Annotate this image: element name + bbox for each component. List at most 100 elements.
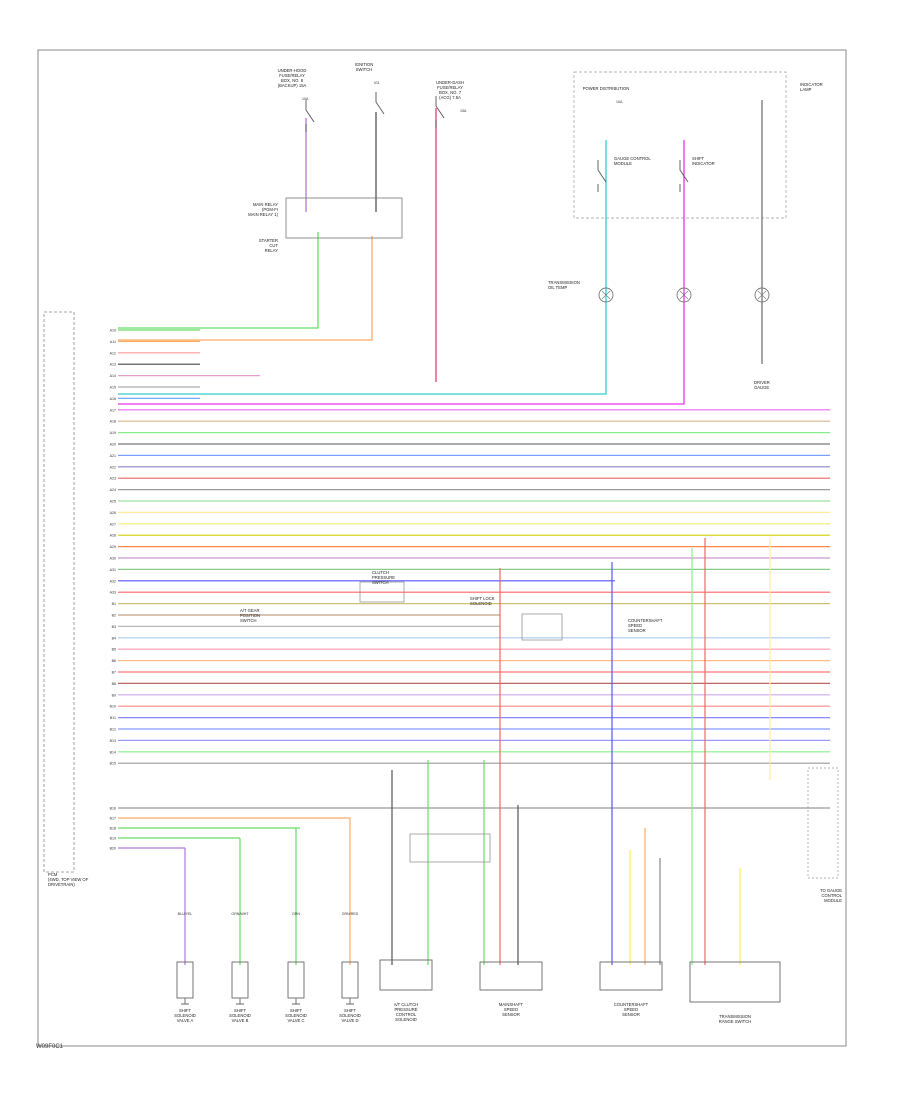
pin-label: A13 [110,363,116,367]
top-component-label: BOX, NO. 7 [439,90,462,95]
relay-sub-label: RELAY [265,248,279,253]
right-lamp-label: DRIVER [754,380,770,385]
solenoid-label: VALVE B [232,1018,249,1023]
top-component-label: IGNITION [355,62,374,67]
pin-label: B6 [112,659,116,663]
pin-label: B15 [110,762,116,766]
top-component-sub: IG1 [374,81,380,85]
top-component-label: UNDER-DASH [436,80,464,85]
ground-icon [236,998,244,1005]
solenoid-icon [231,961,249,999]
sensor-box [479,961,543,991]
solenoid-label: SHIFT [179,1008,192,1013]
top-component-label: UNDER-HOOD [278,68,307,73]
pin-label: A26 [110,511,116,515]
sensor-box [379,959,433,991]
middle-switch-box [359,581,405,603]
lamp-icon [679,290,689,300]
solenoid-label: SHIFT [234,1008,247,1013]
top-component-label: POWER DISTRIBUTION [583,86,630,91]
pin-label: A33 [110,591,116,595]
pin-label: B14 [110,750,116,754]
indicator-label: SHIFT [692,156,705,161]
sensor-box [689,961,781,1003]
top-component-label: SWITCH [356,67,373,72]
right-bottom-label: CONTROL [822,893,843,898]
wire [118,140,607,395]
switch-symbol [679,160,689,192]
top-wires [118,100,763,405]
position-switch-box [409,833,491,863]
pin-label: A27 [110,522,116,526]
solenoid-label: VALVE A [177,1018,194,1023]
pcm-name: PCM [48,872,58,877]
pin-label: B9 [112,693,116,697]
pin-label: B13 [110,739,116,743]
middle-component-label: SHIFT LOCK [470,596,495,601]
pcm-box [43,311,75,873]
pin-label: A32 [110,579,116,583]
middle-switch-box [521,613,563,641]
solenoid-label: VALVE C [287,1018,304,1023]
top-component-sub: 10A [616,100,623,104]
top-component-label: (BACKUP) 15A [278,83,307,88]
pin-label: B12 [110,728,116,732]
pin-label: B16 [110,807,116,811]
solenoid-icon [341,961,359,999]
sensor-label: TRANSMISSION [719,1014,751,1019]
pin-label: A19 [110,431,116,435]
sensor-box [599,961,663,991]
switch-symbol [305,100,315,132]
middle-component-label: SENSOR [628,628,646,633]
wire [118,140,685,405]
solenoid-label: SHIFT [290,1008,303,1013]
indicator-label: TRANSMISSION [548,280,580,285]
top-component-sub: 10A [302,97,309,101]
pin-label: A18 [110,420,116,424]
switch-symbol [375,92,385,124]
solenoid-label: SOLENOID [285,1013,307,1018]
lamp-icon [757,290,767,300]
sensor-label: SPEED [624,1007,638,1012]
relay-label: MAIN RELAY 1) [248,212,278,217]
middle-component-label: SPEED [628,623,642,628]
main-relay-box [285,197,403,239]
pcm-name: DRIVETRAIN) [48,882,75,887]
right-bottom-label: MODULE [824,898,842,903]
lamp-icon [676,287,692,303]
pin-label: A28 [110,534,116,538]
pin-label: A17 [110,408,116,412]
power-distribution-box [573,71,787,219]
bus-wires [118,329,830,849]
pcm-name: (4WD, TOP VIEW OF [48,877,89,882]
sensor-label: CONTROL [396,1012,417,1017]
components [176,92,839,1005]
lamp-icon [598,287,614,303]
solenoid-icon [287,961,305,999]
sensor-label: COUNTERSHAFT [614,1002,649,1007]
switch-symbol [435,96,445,128]
right-lamp-label: GAUGE [754,385,769,390]
middle-component-label: SWITCH [240,618,257,623]
pin-label: A11 [110,340,116,344]
pin-label: A29 [110,545,116,549]
relay-sub-label: STARTER [259,238,278,243]
pin-label: B19 [110,837,116,841]
solenoid-label: SHIFT [344,1008,357,1013]
relay-sub-label: CUT [269,243,278,248]
pin-label: A21 [110,454,116,458]
pin-label: A15 [110,386,116,390]
sensor-label: MAINSHAFT [499,1002,524,1007]
middle-component-label: PRESSURE [372,575,395,580]
pin-label: A16 [110,397,116,401]
wire [118,232,319,329]
pin-label: B7 [112,671,116,675]
solenoid-label: VALVE D [341,1018,358,1023]
solenoid-label: SOLENOID [229,1013,251,1018]
top-component-label: BOX, NO. 8 [281,78,304,83]
sensor-label: SENSOR [622,1012,640,1017]
solenoid-icon [176,961,194,999]
pin-label: A14 [110,374,116,378]
right-connector-box [807,767,839,879]
